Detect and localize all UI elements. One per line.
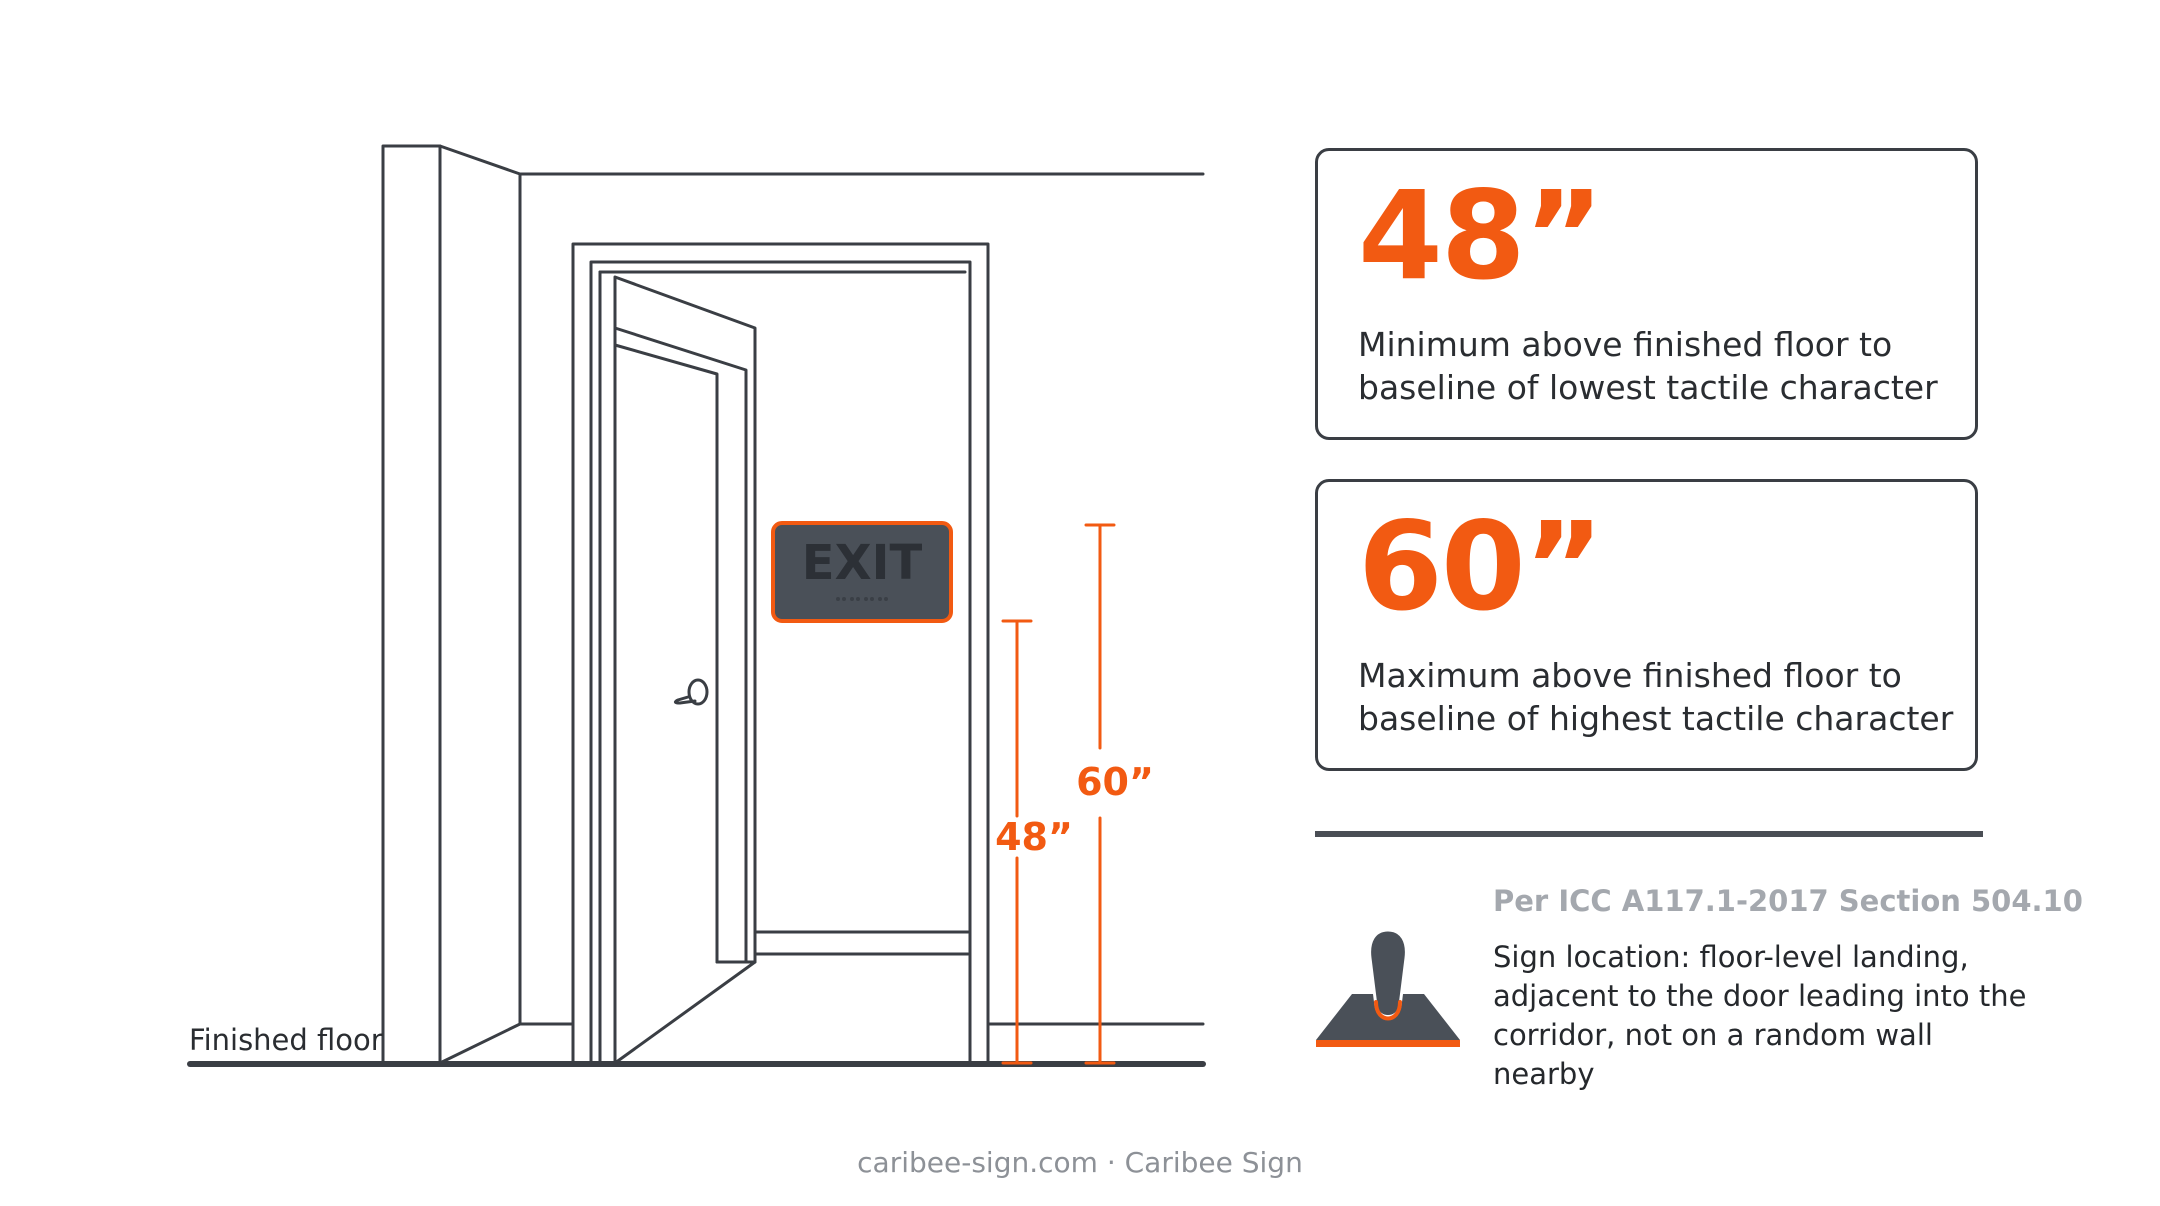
dimension-48 (1001, 619, 1033, 1065)
door-handle-icon (673, 678, 709, 706)
sign-location-note: Sign location: floor-level landing, adja… (1493, 940, 2027, 1091)
exit-sign: EXIT (771, 521, 953, 623)
minimum-height-description: Minimum above finished floor to baseline… (1358, 325, 1938, 407)
maximum-height-value: 60” (1358, 496, 1604, 638)
exit-sign-text: EXIT (802, 535, 923, 591)
minimum-height-value: 48” (1358, 165, 1604, 307)
dimension-48-label: 48” (995, 815, 1073, 859)
open-door (613, 275, 970, 1065)
wall-corner (381, 144, 1205, 1065)
maximum-height-card: 60” Maximum above finished floor to base… (1315, 479, 1978, 771)
dimension-60-label: 60” (1076, 760, 1154, 804)
minimum-height-card: 48” Minimum above finished floor to base… (1315, 148, 1978, 440)
section-divider (1315, 831, 1983, 837)
finished-floor-label: Finished floor (189, 1023, 383, 1057)
floor-location-pin-icon (1316, 928, 1460, 1047)
footer-credit: caribee-sign.com · Caribee Sign (857, 1146, 1303, 1179)
standard-reference: Per ICC A117.1-2017 Section 504.10 (1493, 884, 2083, 918)
braille-dots (836, 597, 888, 601)
dimension-60 (1084, 523, 1116, 1065)
maximum-height-description: Maximum above finished floor to baseline… (1358, 656, 1954, 738)
door-frame (571, 242, 990, 1065)
